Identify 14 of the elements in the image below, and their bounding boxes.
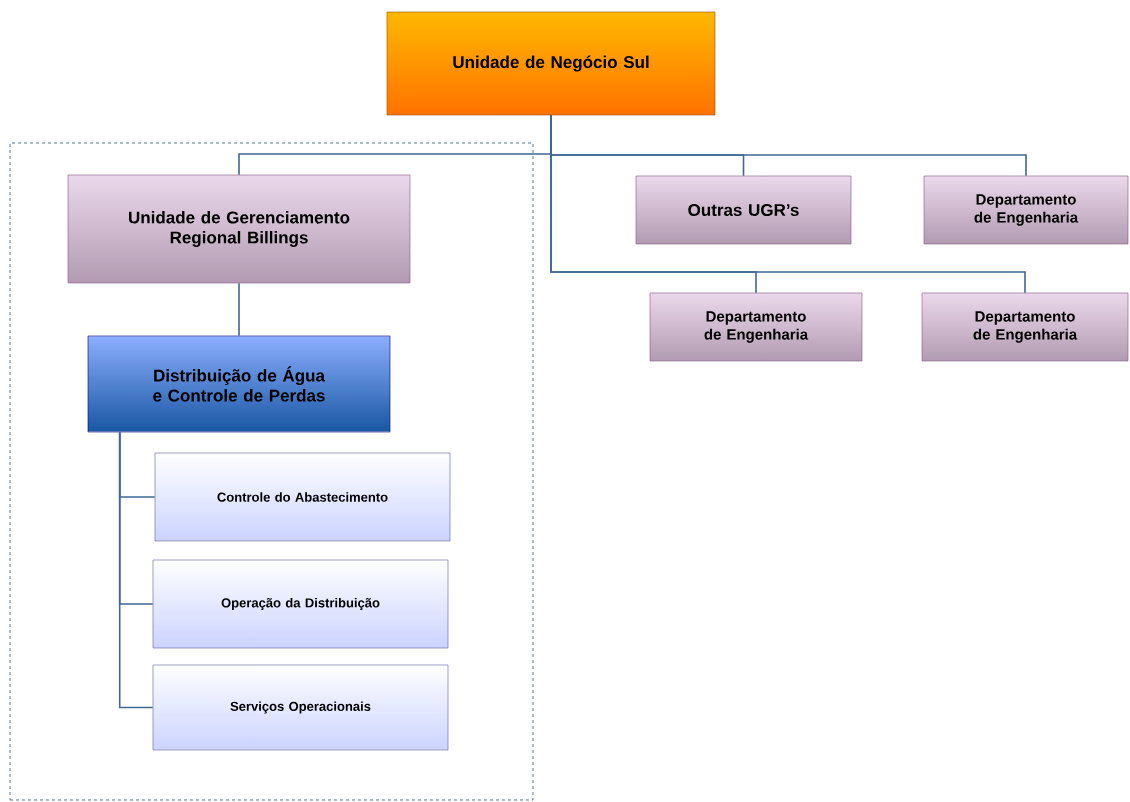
dashed-frame xyxy=(9,142,534,801)
org-box: Operação da Distribuição xyxy=(152,559,449,649)
org-box: Controle do Abastecimento xyxy=(154,452,451,542)
org-box: Outras UGR’s xyxy=(635,175,852,245)
connector-line xyxy=(118,431,154,709)
org-box: Unidade de Negócio Sul xyxy=(386,11,716,116)
org-box: Departamento de Engenharia xyxy=(921,292,1129,362)
connector-line xyxy=(550,114,1026,294)
connector-line xyxy=(238,282,240,337)
org-box: Serviços Operacionais xyxy=(152,664,449,751)
org-box: Distribuição de Água e Controle de Perdas xyxy=(87,335,391,433)
org-box: Unidade de Gerenciamento Regional Billings xyxy=(67,174,411,284)
org-box: Departamento de Engenharia xyxy=(649,292,863,362)
org-box: Departamento de Engenharia xyxy=(923,175,1129,245)
